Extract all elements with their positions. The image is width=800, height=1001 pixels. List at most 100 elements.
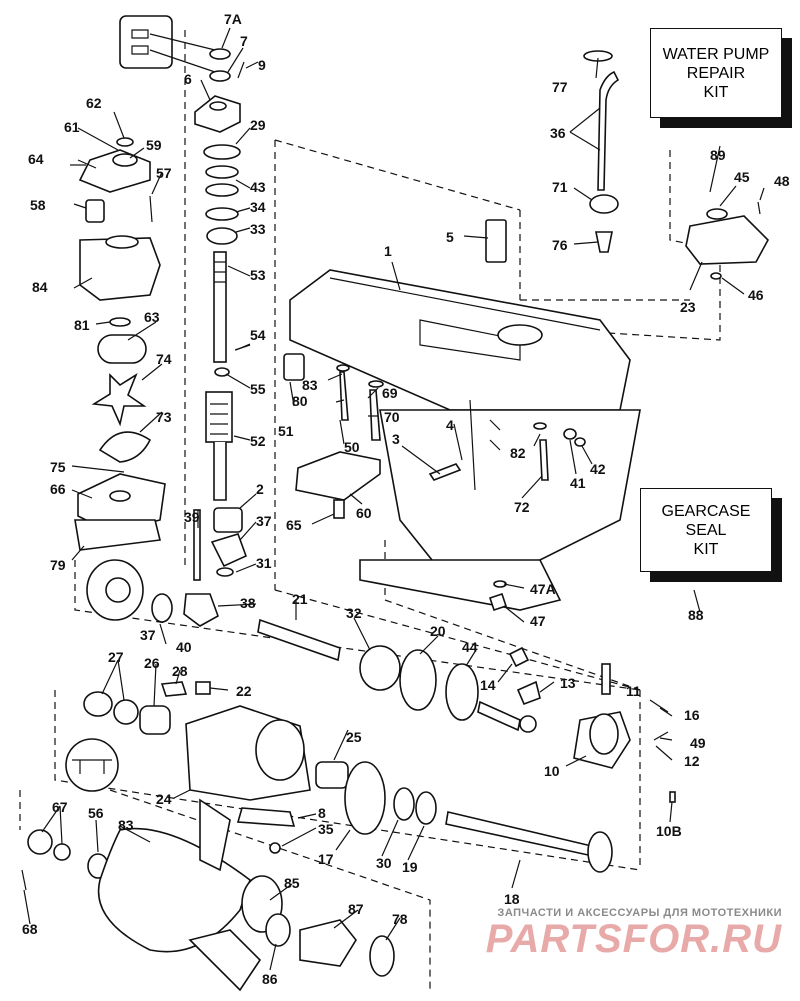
callout-85: 85 xyxy=(284,875,300,891)
callout-56: 56 xyxy=(88,805,104,821)
callout-61: 61 xyxy=(64,119,80,135)
callout-12: 12 xyxy=(684,753,700,769)
callout-70: 70 xyxy=(384,409,400,425)
callout-40: 40 xyxy=(176,639,192,655)
callout-47a: 47A xyxy=(530,581,556,597)
callout-10: 10 xyxy=(544,763,560,779)
callout-83b: 83 xyxy=(118,817,134,833)
callout-81: 81 xyxy=(74,317,90,333)
kit-line-1: WATER PUMP xyxy=(662,45,770,63)
callout-17: 17 xyxy=(318,851,334,867)
watermark-tagline: ЗАПЧАСТИ И АКСЕССУАРЫ ДЛЯ МОТОТЕХНИКИ xyxy=(497,907,782,919)
callout-79: 79 xyxy=(50,557,66,573)
water-pump-group xyxy=(119,15,251,577)
bearing-housing-group xyxy=(65,681,613,873)
callout-7: 7 xyxy=(240,33,248,49)
callout-29: 29 xyxy=(250,117,266,133)
leader-lines xyxy=(23,27,765,971)
callout-76: 76 xyxy=(552,237,568,253)
watermark-logo: PARTSFOR.RU xyxy=(485,917,782,961)
callout-60: 60 xyxy=(356,505,372,521)
callout-67: 67 xyxy=(52,799,68,815)
callout-42: 42 xyxy=(590,461,606,477)
callout-9: 9 xyxy=(258,57,266,73)
callout-19: 19 xyxy=(402,859,418,875)
gear-train-group xyxy=(86,559,676,803)
callout-32: 32 xyxy=(346,605,362,621)
callout-71: 71 xyxy=(552,179,568,195)
callout-26: 26 xyxy=(144,655,160,671)
callout-53: 53 xyxy=(250,267,266,283)
callout-1: 1 xyxy=(384,243,392,259)
callout-43: 43 xyxy=(250,179,266,195)
callout-27: 27 xyxy=(108,649,124,665)
callout-64: 64 xyxy=(28,151,44,167)
callout-24: 24 xyxy=(156,791,172,807)
kit-line-3: KIT xyxy=(693,540,719,558)
callout-88: 88 xyxy=(688,607,704,623)
callout-45: 45 xyxy=(734,169,750,185)
callout-47: 47 xyxy=(530,613,546,629)
callout-13: 13 xyxy=(560,675,576,691)
callout-8: 8 xyxy=(318,805,326,821)
callout-69: 69 xyxy=(382,385,398,401)
callout-89: 89 xyxy=(710,147,726,163)
callout-73: 73 xyxy=(156,409,172,425)
callout-72: 72 xyxy=(514,499,530,515)
callout-23: 23 xyxy=(680,299,696,315)
callout-44: 44 xyxy=(462,639,478,655)
callout-82: 82 xyxy=(510,445,526,461)
callout-77: 77 xyxy=(552,79,568,95)
callout-84: 84 xyxy=(32,279,48,295)
callout-48: 48 xyxy=(774,173,790,189)
kit-line-3: KIT xyxy=(703,83,729,101)
water-pump-repair-kit-label: WATER PUMP REPAIR KIT xyxy=(650,28,782,118)
callout-3: 3 xyxy=(392,431,400,447)
pump-housing-group xyxy=(70,137,201,581)
callout-38: 38 xyxy=(240,595,256,611)
callout-2: 2 xyxy=(256,481,264,497)
callout-66: 66 xyxy=(50,481,66,497)
callout-labels: 7A 7 9 6 29 43 34 33 53 54 55 52 2 37 31… xyxy=(22,11,790,987)
callout-25: 25 xyxy=(346,729,362,745)
callout-33: 33 xyxy=(250,221,266,237)
callout-52: 52 xyxy=(250,433,266,449)
callout-41: 41 xyxy=(570,475,586,491)
callout-28: 28 xyxy=(172,663,188,679)
callout-37b: 37 xyxy=(140,627,156,643)
propeller-group xyxy=(21,798,395,992)
callout-65: 65 xyxy=(286,517,302,533)
callout-74: 74 xyxy=(156,351,172,367)
dashed-guide-lines xyxy=(19,30,721,990)
kit-line-1: GEARCASE xyxy=(661,502,751,520)
callout-5: 5 xyxy=(446,229,454,245)
callout-22: 22 xyxy=(236,683,252,699)
kit-line-2: REPAIR xyxy=(686,64,746,82)
callout-58: 58 xyxy=(30,197,46,213)
callout-39: 39 xyxy=(184,509,200,525)
callout-35: 35 xyxy=(318,821,334,837)
water-tube-group xyxy=(583,50,769,280)
callout-51: 51 xyxy=(278,423,294,439)
callout-46: 46 xyxy=(748,287,764,303)
callout-55: 55 xyxy=(250,381,266,397)
gearcase-seal-kit-label: GEARCASE SEAL KIT xyxy=(640,488,772,572)
callout-21: 21 xyxy=(292,591,308,607)
callout-86: 86 xyxy=(262,971,278,987)
kit-line-2: SEAL xyxy=(685,521,727,539)
callout-34: 34 xyxy=(250,199,266,215)
callout-68: 68 xyxy=(22,921,38,937)
callout-7a: 7A xyxy=(224,11,242,27)
callout-37: 37 xyxy=(256,513,272,529)
callout-31: 31 xyxy=(256,555,272,571)
callout-16: 16 xyxy=(684,707,700,723)
callout-62: 62 xyxy=(86,95,102,111)
callout-49: 49 xyxy=(690,735,706,751)
watermark: ЗАПЧАСТИ И АКСЕССУАРЫ ДЛЯ МОТОТЕХНИКИ PA… xyxy=(486,907,782,959)
callout-75: 75 xyxy=(50,459,66,475)
callout-54: 54 xyxy=(250,327,266,343)
callout-80: 80 xyxy=(292,393,308,409)
callout-10b: 10B xyxy=(656,823,682,839)
callout-36: 36 xyxy=(550,125,566,141)
